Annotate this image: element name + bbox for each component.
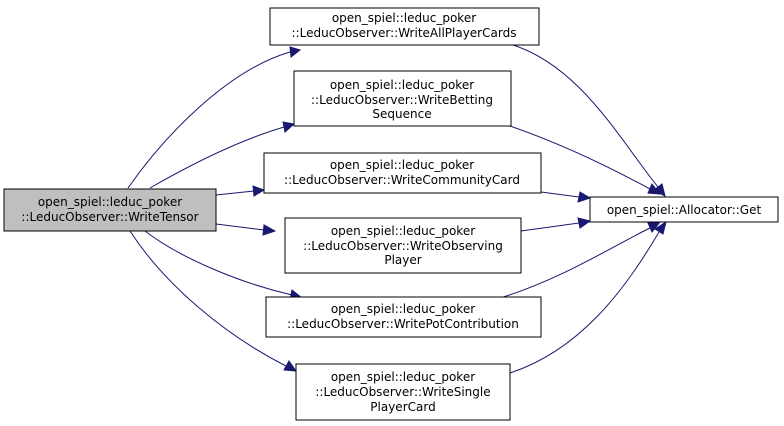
node-write-observing-player-line-1: open_spiel::leduc_poker (331, 224, 475, 238)
node-write-tensor-line-2: ::LeducObserver::WriteTensor (21, 210, 198, 224)
node-write-single-player-card-line-3: PlayerCard (370, 400, 435, 414)
node-write-single-player-card[interactable]: open_spiel::leduc_poker ::LeducObserver:… (295, 363, 511, 421)
edge-writetensor-to-writesingleplayercard (129, 230, 298, 372)
node-write-pot-contribution-line-1: open_spiel::leduc_poker (331, 302, 475, 316)
node-write-betting-sequence-line-2: ::LeducObserver::WriteBetting (311, 93, 493, 107)
node-write-observing-player-line-2: ::LeducObserver::WriteObserving (303, 239, 503, 253)
node-write-single-player-card-line-1: open_spiel::leduc_poker (331, 370, 475, 384)
edge-writetensor-to-writebettingsequence (149, 121, 296, 189)
node-write-observing-player-line-3: Player (384, 253, 421, 267)
edge-writetensor-to-writecommunitycard (215, 185, 266, 197)
edge-writebettingsequence-to-allocatorget (509, 125, 662, 195)
edge-writecommunitycard-to-allocatorget (540, 191, 592, 203)
edge-writesingleplayercard-to-allocatorget (509, 220, 667, 374)
node-allocator-get[interactable]: open_spiel::Allocator::Get (589, 196, 779, 223)
edge-writepotcontribution-to-allocatorget (499, 221, 662, 299)
edge-writetensor-to-writepotcontribution (144, 230, 304, 301)
node-write-observing-player[interactable]: open_spiel::leduc_poker ::LeducObserver:… (284, 217, 522, 274)
edge-writeobservingplayer-to-allocatorget (520, 217, 592, 232)
node-write-tensor[interactable]: open_spiel::leduc_poker ::LeducObserver:… (3, 188, 217, 232)
node-write-pot-contribution[interactable]: open_spiel::leduc_poker ::LeducObserver:… (265, 296, 542, 338)
edge-writetensor-to-writeallplayercards (127, 46, 302, 189)
node-write-betting-sequence-line-3: Sequence (372, 107, 431, 121)
node-write-betting-sequence-line-1: open_spiel::leduc_poker (330, 78, 474, 92)
node-write-community-card-line-1: open_spiel::leduc_poker (330, 158, 474, 172)
node-write-all-player-cards[interactable]: open_spiel::leduc_poker ::LeducObserver:… (269, 7, 540, 46)
node-write-pot-contribution-line-2: ::LeducObserver::WritePotContribution (287, 317, 519, 331)
node-write-all-player-cards-line-1: open_spiel::leduc_poker (332, 11, 476, 25)
node-write-community-card-line-2: ::LeducObserver::WriteCommunityCard (284, 173, 520, 187)
node-write-all-player-cards-line-2: ::LeducObserver::WriteAllPlayerCards (292, 26, 517, 40)
edge-writetensor-to-writeobservingplayer (215, 223, 277, 236)
node-allocator-get-label: open_spiel::Allocator::Get (607, 203, 762, 217)
node-write-single-player-card-line-2: ::LeducObserver::WriteSingle (315, 385, 490, 399)
node-write-tensor-line-1: open_spiel::leduc_poker (38, 195, 182, 209)
node-write-community-card[interactable]: open_spiel::leduc_poker ::LeducObserver:… (263, 152, 542, 194)
node-write-betting-sequence[interactable]: open_spiel::leduc_poker ::LeducObserver:… (293, 70, 512, 127)
